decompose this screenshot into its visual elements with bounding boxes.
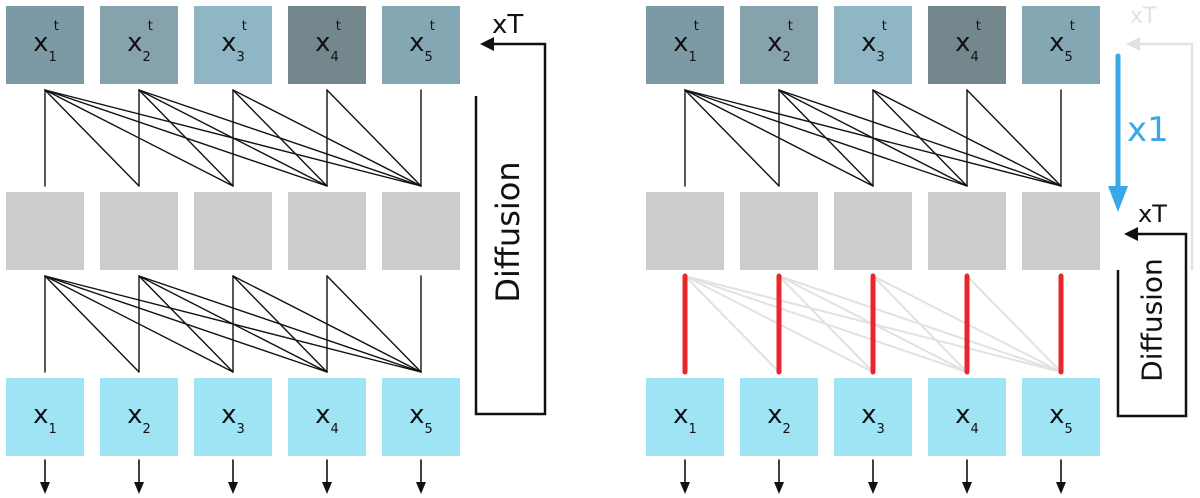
cross-connection xyxy=(684,89,780,187)
repeat-label: xT xyxy=(492,10,524,40)
output-label: x3 xyxy=(221,399,245,438)
repeat-label: xT xyxy=(1138,200,1167,228)
cross-connection xyxy=(44,89,140,187)
output-label: x1 xyxy=(33,399,57,438)
output-label: x2 xyxy=(767,399,791,438)
cross-connection xyxy=(966,89,1062,187)
output-box: x5 xyxy=(382,378,460,456)
output-arrow-head xyxy=(322,482,332,494)
diffusion-loop-arrowhead xyxy=(480,37,494,51)
output-label: x4 xyxy=(955,399,979,438)
faded-repeat-label: xT xyxy=(1130,4,1157,29)
output-box: x1 xyxy=(646,378,724,456)
hidden-layer-box xyxy=(928,192,1006,270)
output-box: x1 xyxy=(6,378,84,456)
diffusion-label: Diffusion xyxy=(1135,258,1169,382)
output-label: x5 xyxy=(1049,399,1073,438)
hidden-layer-box xyxy=(646,192,724,270)
output-box: x3 xyxy=(194,378,272,456)
output-box: x2 xyxy=(740,378,818,456)
output-arrow-head xyxy=(962,482,972,494)
cross-connection xyxy=(778,89,874,187)
diffusion-loop-bracket xyxy=(474,42,547,416)
single-pass-arrowhead xyxy=(1108,186,1128,212)
diffusion-loop-bracket xyxy=(1116,232,1188,418)
cross-connection xyxy=(232,89,328,187)
diffusion-label: Diffusion xyxy=(489,161,527,303)
single-pass-label: x1 xyxy=(1127,110,1169,150)
faded-loop-bracket xyxy=(1138,42,1194,270)
output-arrow-head xyxy=(1056,482,1066,494)
output-box: x3 xyxy=(834,378,912,456)
output-label: x1 xyxy=(673,399,697,438)
faded-cross-connection xyxy=(966,275,1062,373)
output-box: x5 xyxy=(1022,378,1100,456)
hidden-layer-box xyxy=(834,192,912,270)
output-arrow-head xyxy=(40,482,50,494)
output-label: x4 xyxy=(315,399,339,438)
output-arrow-head xyxy=(868,482,878,494)
output-box: x4 xyxy=(928,378,1006,456)
output-arrow-head xyxy=(416,482,426,494)
cross-connection xyxy=(326,275,422,373)
hidden-layer-box xyxy=(6,192,84,270)
hidden-layer-box xyxy=(382,192,460,270)
faded-cross-connection xyxy=(872,275,968,373)
cross-connection xyxy=(326,89,422,187)
output-label: x2 xyxy=(127,399,151,438)
output-arrow-head xyxy=(134,482,144,494)
hidden-layer-box xyxy=(1022,192,1100,270)
faded-cross-connection xyxy=(778,275,874,373)
cross-connection xyxy=(138,275,234,373)
cross-connection xyxy=(44,275,140,373)
output-box: x2 xyxy=(100,378,178,456)
output-arrow-head xyxy=(774,482,784,494)
faded-cross-connection xyxy=(684,275,780,373)
cross-connection xyxy=(232,275,328,373)
output-box: x4 xyxy=(288,378,366,456)
diffusion-loop-arrowhead xyxy=(1124,227,1138,241)
hidden-layer-box xyxy=(288,192,366,270)
hidden-layer-box xyxy=(194,192,272,270)
output-arrow-head xyxy=(228,482,238,494)
output-label: x3 xyxy=(861,399,885,438)
output-label: x5 xyxy=(409,399,433,438)
output-arrow-head xyxy=(680,482,690,494)
cross-connection xyxy=(138,89,234,187)
faded-loop-arrowhead xyxy=(1126,37,1140,51)
hidden-layer-box xyxy=(740,192,818,270)
cross-connection xyxy=(872,89,968,187)
hidden-layer-box xyxy=(100,192,178,270)
